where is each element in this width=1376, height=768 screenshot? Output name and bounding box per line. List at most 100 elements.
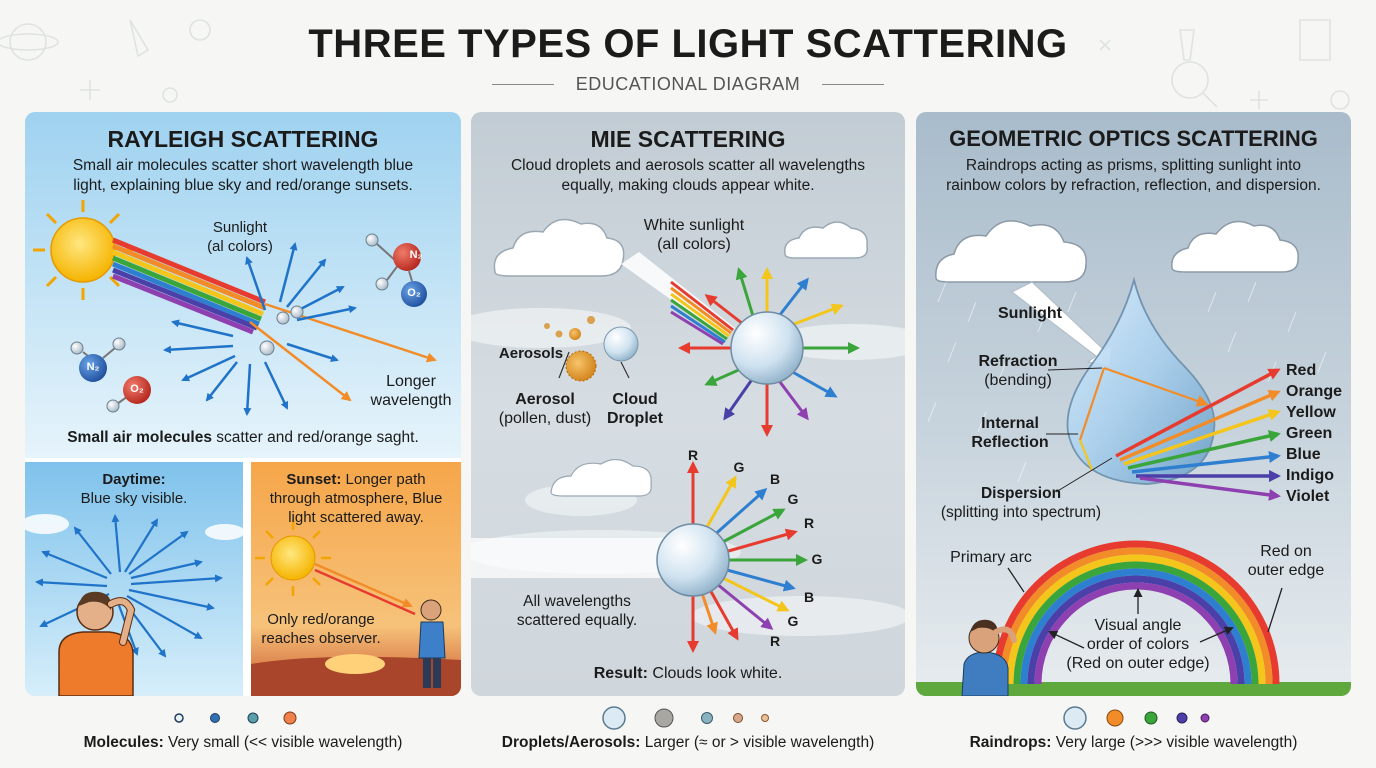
rayleigh-illustration <box>25 112 461 696</box>
mie-sunlight-beam <box>621 252 735 346</box>
sunlight-label-line-2: (al colors) <box>207 238 273 255</box>
raindrops-footer-rest: Very large (>>> visible wavelength) <box>1051 734 1298 751</box>
rainbow-arc <box>992 540 1280 685</box>
droplet-size-dots <box>602 706 769 730</box>
geometric-description: Raindrops acting as prisms, splitting su… <box>916 156 1351 196</box>
raindrop-light-paths <box>1078 366 1209 471</box>
molecule-n2-icon-1 <box>365 233 427 307</box>
subtitle-rule-left <box>491 84 554 85</box>
internal-line-1: Internal <box>981 415 1039 432</box>
daytime-label-bold: Daytime: <box>102 471 166 488</box>
subtitle-row: EDUCATIONAL DIAGRAM <box>0 74 1376 95</box>
molecule-label-1: N₂ <box>409 249 423 261</box>
molecules-footer-text: Molecules: Very small (<< visible wavele… <box>25 734 461 752</box>
droplet-scatter-arrows-bottom <box>687 461 808 653</box>
rayleigh-caption: Small air molecules scatter and red/oran… <box>25 428 461 447</box>
molecules-footer: Molecules: Very small (<< visible wavele… <box>25 700 461 768</box>
aerosol-particles <box>544 316 597 382</box>
internal-reflection-label: Internal Reflection <box>954 414 1066 452</box>
droplets-footer-rest: Larger (≈ or > visible wavelength) <box>640 734 875 751</box>
daytime-label-rest: Blue sky visible. <box>80 490 188 507</box>
visual-line-2: order of colors <box>1086 636 1190 653</box>
header: THREE TYPES OF LIGHT SCATTERING EDUCATIO… <box>0 0 1376 110</box>
all-wavelengths-line-1: All wavelengths <box>523 593 631 610</box>
rgb-label-7: B <box>803 589 815 605</box>
sunlight-label-line-1: Sunlight <box>212 219 268 236</box>
rayleigh-caption-rest: scatter and red/orange saght. <box>211 429 419 446</box>
mie-cloud-left <box>493 218 625 277</box>
daytime-label: Daytime: Blue sky visible. <box>25 470 243 508</box>
red-outer-edge-label: Red on outer edge <box>1236 542 1336 580</box>
cloud-droplet-bottom <box>656 523 730 597</box>
raindrop-size-dots <box>1063 706 1210 730</box>
mie-description: Cloud droplets and aerosols scatter all … <box>471 156 905 196</box>
rgb-label-5: R <box>803 515 815 531</box>
geometric-title: GEOMETRIC OPTICS SCATTERING <box>949 126 1318 151</box>
cloud-droplet-line-2: Droplet <box>607 410 663 427</box>
aerosol-label: Aerosol (pollen, dust) <box>485 390 605 428</box>
page-subtitle: EDUCATIONAL DIAGRAM <box>575 74 801 94</box>
sunlight-beam <box>112 237 266 335</box>
spectrum-out-arrows <box>1115 368 1281 501</box>
callout-lines <box>1046 367 1113 493</box>
rgb-label-4: G <box>787 491 799 507</box>
subtitle-rule-right <box>822 84 885 85</box>
spectrum-color-list: Red Orange Yellow Green Blue Indigo Viol… <box>1286 360 1346 507</box>
mie-desc-line-2: equally, making clouds appear white. <box>561 177 815 194</box>
rgb-label-9: R <box>769 633 781 649</box>
sunlight-label: Sunlight (al colors) <box>185 218 295 256</box>
white-light-band <box>471 538 671 578</box>
subpanel-gap <box>243 462 251 696</box>
red-edge-line-2: outer edge <box>1247 562 1325 579</box>
rayleigh-description: Small air molecules scatter short wavele… <box>25 156 461 196</box>
cloud-droplet-large <box>730 311 804 385</box>
rainbow-observer <box>961 619 1017 696</box>
rayleigh-desc-line-1: Small air molecules scatter short wavele… <box>72 157 414 174</box>
mie-result-rest: Clouds look white. <box>647 665 783 682</box>
setting-sun <box>325 654 385 674</box>
internal-line-2: Reflection <box>971 434 1049 451</box>
geo-sunlight-label: Sunlight <box>998 305 1062 322</box>
molecule-n2-icon-2 <box>70 337 126 382</box>
red-edge-line-1: Red on <box>1260 543 1312 560</box>
color-label-orange: Orange <box>1286 383 1343 400</box>
page-title: THREE TYPES OF LIGHT SCATTERING <box>308 22 1068 66</box>
white-sunlight-line-2: (all colors) <box>657 236 731 253</box>
all-wavelengths-label: All wavelengths scattered equally. <box>501 592 653 630</box>
sunset-label: Sunset: Longer path through atmosphere, … <box>251 470 461 527</box>
cloud-droplet-label: Cloud Droplet <box>595 390 675 428</box>
rainbow-callouts <box>1007 567 1283 649</box>
observer-label-line-2: reaches observer. <box>261 630 381 647</box>
sunset-label-rest-3: light scattered away. <box>288 509 424 526</box>
visual-line-3: (Red on outer edge) <box>1066 655 1210 672</box>
mie-cloud-lower <box>550 458 652 497</box>
rgb-label-8: G <box>787 613 799 629</box>
mie-result-bold: Result: <box>593 665 648 682</box>
visual-angle-label: Visual angle order of colors (Red on out… <box>1058 616 1218 673</box>
molecule-o2-icon <box>106 376 151 413</box>
raindrops-footer-bold: Raindrops: <box>969 734 1052 751</box>
droplets-footer-bold: Droplets/Aerosols: <box>501 734 641 751</box>
rayleigh-caption-bold: Small air molecules <box>67 429 212 446</box>
observer-label-line-1: Only red/orange <box>267 611 375 628</box>
raindrops-footer-text: Raindrops: Very large (>>> visible wavel… <box>916 734 1351 752</box>
observer-label: Only red/orange reaches observer. <box>251 610 391 648</box>
raindrops-footer: Raindrops: Very large (>>> visible wavel… <box>916 700 1351 768</box>
rayleigh-panel: RAYLEIGH SCATTERING Small air molecules … <box>25 112 461 696</box>
visual-line-1: Visual angle <box>1094 617 1182 634</box>
rgb-label-3: B <box>769 471 781 487</box>
daytime-clouds <box>25 514 245 540</box>
rgb-label-1: R <box>687 447 699 463</box>
droplet-scatter-arrows-top <box>678 267 860 437</box>
droplets-footer-text: Droplets/Aerosols: Larger (≈ or > visibl… <box>471 734 905 752</box>
sunset-rays <box>314 562 416 616</box>
geometric-desc-line-2: rainbow colors by refraction, reflection… <box>946 177 1321 194</box>
mie-illustration <box>471 112 905 696</box>
color-label-violet: Violet <box>1286 488 1330 505</box>
color-label-green: Green <box>1286 425 1333 442</box>
sunset-label-bold: Sunset: <box>286 471 342 488</box>
longer-label-line-2: wavelength <box>370 392 452 409</box>
sunset-label-rest-1: Longer path <box>341 471 426 488</box>
cloud-droplet-line-1: Cloud <box>612 391 658 408</box>
geometric-illustration <box>916 112 1351 696</box>
